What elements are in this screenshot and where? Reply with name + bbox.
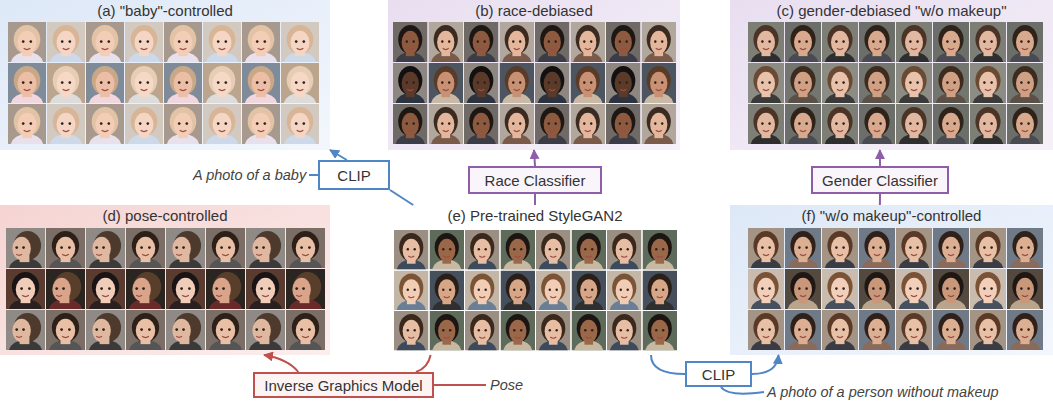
leader-line — [309, 174, 318, 176]
model-box: CLIP — [685, 361, 752, 387]
flow-arrow — [264, 355, 298, 372]
result-panel: (a) "baby"-controlled — [0, 0, 330, 150]
face-grid — [8, 22, 320, 145]
flow-arrow — [534, 194, 536, 205]
face-grid — [394, 230, 678, 351]
panel-ground — [388, 0, 680, 150]
box-label: Race Classifier — [485, 172, 586, 189]
face-grid — [748, 22, 1044, 145]
flow-arrow — [390, 190, 413, 205]
box-label: Gender Classifier — [822, 172, 938, 189]
flow-arrow — [879, 194, 881, 205]
box-label: Inverse Graphics Model — [264, 377, 422, 394]
panel-title: (a) "baby"-controlled — [0, 0, 330, 19]
panel-title: (c) gender-debiased "w/o makeup" — [730, 0, 1053, 19]
result-panel: (f) "w/o makeup"-controlled — [730, 205, 1053, 355]
model-box: CLIP — [318, 160, 390, 190]
leader-line — [428, 384, 486, 386]
face-grid — [6, 228, 326, 351]
face-grid — [393, 22, 677, 145]
panel-ground — [730, 205, 1053, 355]
panel-title: (d) pose-controlled — [0, 205, 330, 224]
result-panel: (c) gender-debiased "w/o makeup" — [730, 0, 1053, 150]
flow-arrow — [416, 355, 431, 372]
panel-title: (f) "w/o makeup"-controlled — [730, 205, 1053, 224]
model-box: Race Classifier — [468, 166, 602, 194]
result-panel: (b) race-debiased — [388, 0, 680, 150]
flow-arrow — [651, 355, 685, 374]
flow-arrow — [879, 150, 881, 166]
model-box: Gender Classifier — [811, 166, 949, 194]
leader-line — [721, 387, 764, 394]
box-label: CLIP — [337, 167, 370, 184]
prompt-label: Pose — [490, 377, 523, 394]
prompt-label: A photo of a baby — [193, 167, 306, 184]
flow-arrow — [330, 150, 347, 160]
result-panel: (d) pose-controlled — [0, 205, 330, 355]
result-panel: (e) Pre-trained StyleGAN2 — [390, 205, 680, 355]
model-box: Inverse Graphics Model — [253, 372, 434, 398]
panel-ground — [730, 0, 1053, 150]
panel-title: (e) Pre-trained StyleGAN2 — [390, 205, 680, 224]
box-label: CLIP — [702, 366, 735, 383]
panel-ground — [0, 0, 330, 150]
panel-ground — [0, 205, 330, 355]
face-grid — [748, 228, 1044, 351]
flow-arrow — [534, 150, 535, 166]
flow-arrow — [752, 355, 779, 374]
prompt-label: A photo of a person without makeup — [767, 384, 999, 401]
panel-title: (b) race-debiased — [388, 0, 680, 19]
